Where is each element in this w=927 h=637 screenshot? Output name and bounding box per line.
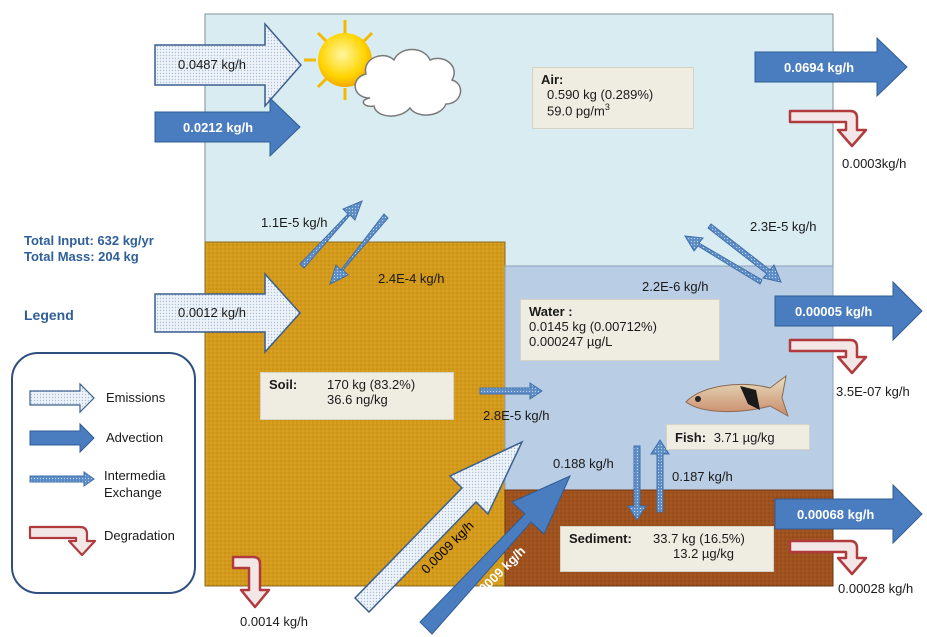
sediment-degradation-label: 0.00028 kg/h [838,581,914,596]
water-degradation-arrow [788,338,868,375]
sediment-mass: 33.7 kg (16.5%) [653,531,745,546]
legend-exchange-icon [29,471,95,487]
legend-degradation-icon [28,525,97,557]
water-advection-in-arrow [419,475,571,635]
air-mass: 0.590 kg (0.289%) [547,87,654,102]
sun-icon [304,20,374,100]
legend-advection-icon [29,422,95,454]
air-degradation-label: 0.0003kg/h [842,156,907,171]
air-emission-arrow [154,22,302,108]
air-advection-in-label: 0.0212 kg/h [183,120,254,135]
fish-info-box: Fish: 3.71 µg/kg [666,424,810,450]
fish-concentration: 3.71 µg/kg [713,430,775,445]
legend-exchange-label-2: Exchange [104,485,162,500]
water-advection-out-label: 0.00005 kg/h [795,304,873,319]
water-mass: 0.0145 kg (0.00712%) [529,319,657,334]
sediment-title: Sediment: [569,531,632,546]
sediment-to-water-label: 0.187 kg/h [672,469,733,484]
water-to-air-label: 2.3E-5 kg/h [750,219,817,234]
air-title: Air: [541,72,564,87]
water-info-box: Water : 0.0145 kg (0.00712%) 0.000247 µg… [520,299,720,361]
soil-info-box: Soil: 170 kg (83.2%) 36.6 ng/kg [260,372,454,420]
water-to-sediment-label: 0.188 kg/h [553,456,614,471]
degradation-arrows [231,109,868,609]
soil-to-water-label: 2.8E-5 kg/h [483,408,550,423]
water-degradation-label: 3.5E-07 kg/h [836,384,910,399]
soil-emission-label: 0.0012 kg/h [178,305,246,320]
air-to-soil-label: 2.4E-4 kg/h [378,271,445,286]
air-to-water-arrow [707,223,782,283]
water-advection-out-arrow [774,280,923,342]
air-concentration: 59.0 pg/m3 [547,102,610,119]
sediment-advection-out-arrow [774,483,923,545]
soil-mass: 170 kg (83.2%) [327,377,416,392]
soil-emission-arrow [154,272,302,354]
water-concentration: 0.000247 µg/L [529,334,613,349]
soil-degradation-arrow [231,555,271,609]
legend-exchange-label-1: Intermedia [104,468,166,483]
total-input: Total Input: 632 kg/yr [24,233,154,248]
legend-degradation-label: Degradation [104,528,175,543]
water-to-sediment-arrow [627,445,647,521]
sediment-degradation-arrow [788,539,868,576]
legend-advection-label: Advection [106,430,164,445]
air-info-box: Air: 0.590 kg (0.289%) 59.0 pg/m3 [532,67,694,129]
total-mass: Total Mass: 204 kg [24,249,139,264]
air-compartment [204,13,834,267]
sediment-advection-out-label: 0.00068 kg/h [797,507,875,522]
legend-emissions-label: Emissions [106,390,166,405]
air-advection-out-label: 0.0694 kg/h [784,60,855,75]
air-advection-out-arrow [754,36,908,98]
soil-to-air-label: 1.1E-5 kg/h [261,215,328,230]
sediment-concentration: 13.2 µg/kg [673,546,734,561]
soil-concentration: 36.6 ng/kg [327,392,388,407]
water-title: Water : [529,304,573,319]
fish-icon [685,374,789,418]
soil-to-water-arrow [479,382,543,400]
air-to-soil-arrow [329,213,389,285]
sediment-info-box: Sediment: 33.7 kg (16.5%) 13.2 µg/kg [560,526,774,572]
water-emission-arrow [353,440,524,614]
legend-emissions-icon [29,382,95,414]
air-to-water-label: 2.2E-6 kg/h [642,279,709,294]
air-degradation-arrow [788,109,868,148]
cloud-icon [354,48,462,117]
air-advection-in-arrow [154,96,301,158]
soil-title: Soil: [269,377,298,392]
air-emission-label: 0.0487 kg/h [178,57,246,72]
soil-degradation-label: 0.0014 kg/h [240,614,308,629]
water-to-air-arrow [684,235,763,285]
fish-title: Fish: [675,430,707,445]
sediment-to-water-arrow [650,439,670,513]
legend-title: Legend [24,307,74,323]
exchange-arrows [299,200,782,521]
soil-to-air-arrow [299,200,363,269]
